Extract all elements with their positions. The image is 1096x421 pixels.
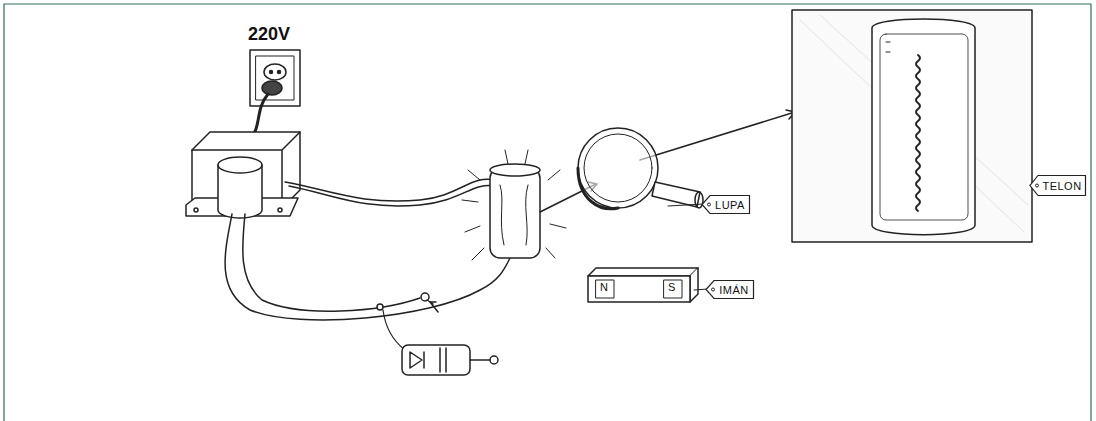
arrow-head (427, 300, 436, 304)
label-tag: IMÁN (706, 280, 754, 299)
wire (289, 185, 495, 206)
wire (225, 214, 510, 320)
magnet (588, 268, 698, 302)
pointer-line (668, 185, 1036, 290)
screen (792, 10, 1032, 242)
wire (243, 214, 420, 311)
tag-text: LUPA (707, 199, 745, 211)
transformer (186, 132, 300, 218)
light-ray (640, 112, 795, 160)
label-tag: TELON (1030, 175, 1086, 196)
wire (285, 179, 495, 201)
voltage-label: 220V (248, 24, 290, 45)
pole-letter: N (600, 281, 608, 293)
lamp (462, 150, 566, 260)
frame (4, 4, 1091, 421)
tag-text: IMÁN (711, 284, 749, 296)
pole-letter: S (668, 281, 675, 293)
label-tag: LUPA (702, 195, 750, 214)
tag-text: TELON (1034, 180, 1081, 192)
diode-cylinder (377, 304, 498, 375)
magnifying-glass (578, 128, 703, 209)
wall-outlet (250, 50, 300, 106)
